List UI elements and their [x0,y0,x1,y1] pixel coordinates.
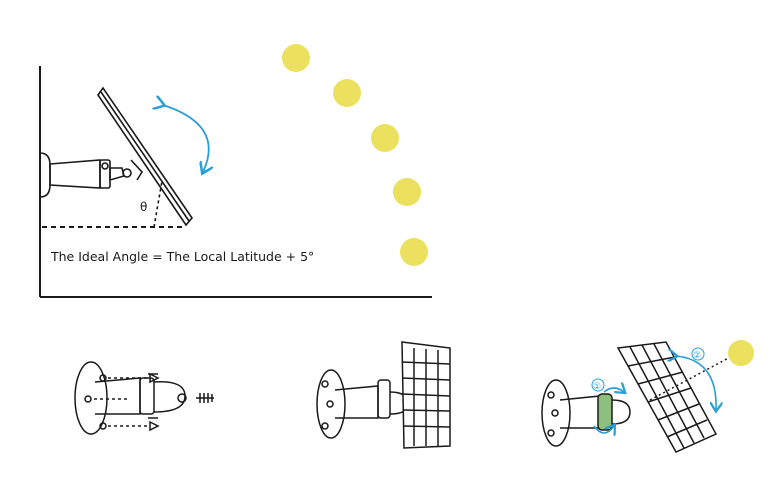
wall-plate [74,361,108,435]
step-1-marker-circle [591,378,605,392]
screw-icon [196,393,214,403]
adjust-ring [597,393,613,431]
angle-illustration: θ The Ideal Angle = The Local Latitude +… [39,44,432,298]
rotate-arrow-icon [163,105,209,172]
angle-theta-label: θ [140,200,147,214]
sun-path [282,44,428,266]
rotate-arrow-icon [603,388,624,392]
rotate-arrow-icon [676,356,716,410]
wall-plate [316,369,346,439]
rotate-arrow-icon [593,426,614,433]
ideal-angle-formula: The Ideal Angle = The Local Latitude + 5… [50,249,314,264]
screw-icon [149,420,160,432]
wall-plate [541,379,571,447]
screw-icon [149,372,160,384]
angle-guide [153,180,163,228]
step-2-attach-panel [316,341,451,449]
step-1-mount-bracket [74,361,214,435]
sun-icon [333,79,361,107]
wall-mount-bracket-icon [39,152,132,198]
step-2-marker-circle [691,347,705,361]
solar-panel-icon [97,86,194,227]
solar-panel-icon [401,341,451,449]
sun-icon [728,340,754,366]
sun-icon [400,238,428,266]
step-2-marker: ② [693,351,701,361]
sun-icon [282,44,310,72]
sun-icon [393,178,421,206]
sun-icon [371,124,399,152]
step-1-marker: ① [593,382,601,392]
step-3-adjust-angle [541,341,737,453]
